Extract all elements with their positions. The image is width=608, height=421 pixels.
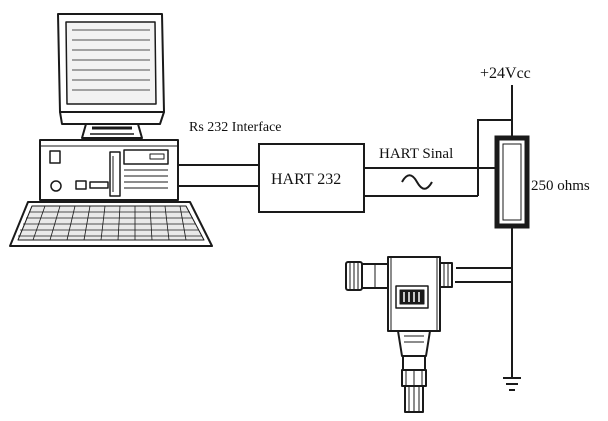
supply-label: +24Vcc: [480, 65, 531, 82]
resistor-bypass-wire: [477, 119, 512, 196]
sine-wave-icon: [401, 174, 433, 190]
signal-label: HART Sinal: [379, 146, 453, 162]
modem-label: HART 232: [271, 171, 341, 188]
wiring: [178, 85, 513, 378]
resistor-250-ohms: [494, 135, 530, 229]
interface-label: Rs 232 Interface: [189, 120, 282, 135]
hart-232-modem-box: [258, 143, 365, 213]
resistor-label: 250 ohms: [531, 178, 590, 194]
pressure-transmitter-icon: [345, 256, 453, 413]
ground-symbol-icon: [503, 377, 521, 391]
ground-wire: [456, 267, 513, 378]
computer-icon: [9, 13, 213, 247]
